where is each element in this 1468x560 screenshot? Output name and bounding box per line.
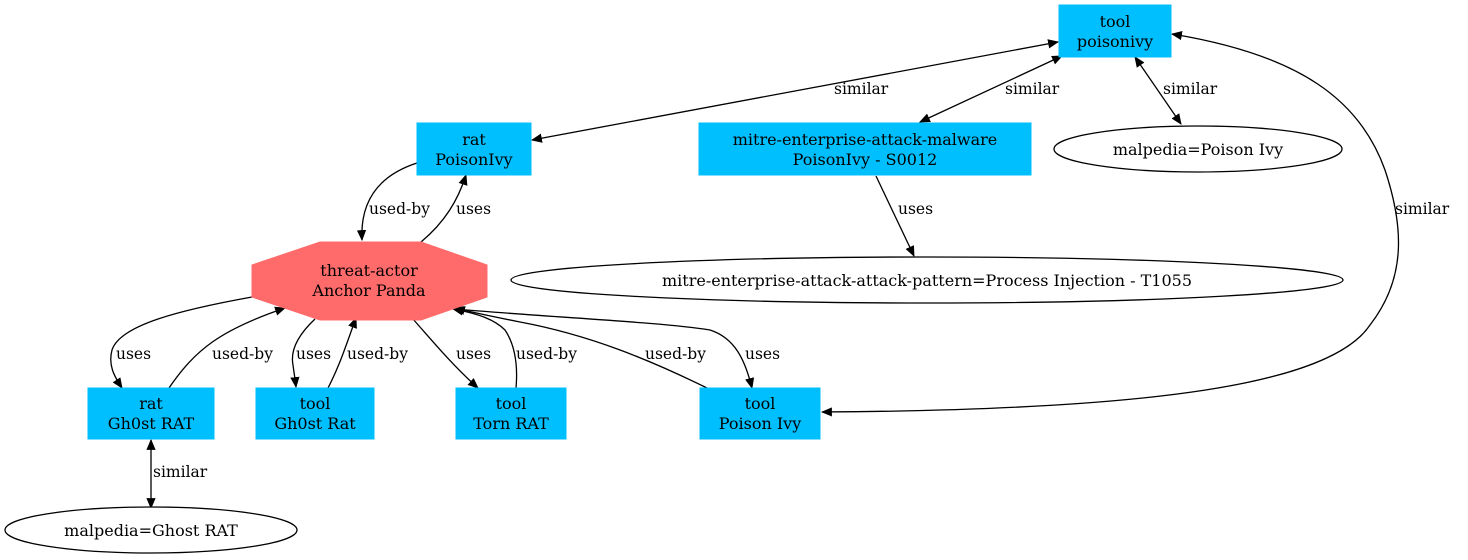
node-type-label: rat — [462, 130, 486, 149]
edge-label: used-by — [369, 200, 430, 218]
edge-label: used-by — [645, 345, 706, 363]
edge-label: similar — [1163, 80, 1218, 98]
node-type-label: tool — [1100, 12, 1131, 31]
edge-rat-gh0st-used-by-actor[interactable]: used-by — [168, 306, 287, 389]
edge-label: uses — [116, 345, 151, 363]
node-type-label: rat — [139, 394, 163, 413]
edges: similar similar similar similar uses use… — [110, 31, 1450, 510]
node-malpedia-poison-ivy[interactable]: malpedia=Poison Ivy — [1053, 125, 1343, 173]
edge-rat-poisonivy-used-by-actor[interactable]: used-by — [356, 162, 430, 242]
node-tool-poison-ivy[interactable]: tool Poison Ivy — [699, 387, 821, 440]
edge-label: uses — [898, 200, 933, 218]
node-tool-gh0st-rat[interactable]: tool Gh0st Rat — [255, 387, 375, 440]
edge-actor-uses-tool-poison-ivy[interactable]: uses — [454, 308, 780, 390]
edge-label: uses — [296, 345, 331, 363]
edge-tool-gh0st-used-by-actor[interactable]: used-by — [327, 316, 408, 389]
edge-label: uses — [745, 345, 780, 363]
node-attack-pattern-process-injection[interactable]: mitre-enterprise-attack-attack-pattern=P… — [510, 256, 1344, 304]
edge-actor-uses-torn-rat[interactable]: uses — [411, 317, 491, 389]
node-threat-actor-anchor-panda[interactable]: threat-actor Anchor Panda — [251, 241, 488, 321]
edge-gh0st-similar-malpedia[interactable]: similar — [146, 438, 208, 510]
edge-label: used-by — [516, 345, 577, 363]
nodes: tool poisonivy rat PoisonIvy mitre-enter… — [4, 4, 1344, 554]
node-name-label: mitre-enterprise-attack-attack-pattern=P… — [662, 271, 1192, 290]
node-name-label: PoisonIvy — [435, 150, 512, 169]
node-name-label: malpedia=Ghost RAT — [64, 521, 238, 540]
node-tool-torn-rat[interactable]: tool Torn RAT — [455, 387, 567, 440]
edge-label: used-by — [347, 345, 408, 363]
edge-poisonivy-similar-mitre-malware[interactable]: similar — [919, 55, 1063, 123]
edge-poisonivy-similar-malpedia[interactable]: similar — [1134, 56, 1218, 125]
edge-torn-rat-used-by-actor[interactable]: used-by — [451, 306, 577, 389]
node-malpedia-ghost-rat[interactable]: malpedia=Ghost RAT — [4, 506, 298, 554]
node-name-label: PoisonIvy - S0012 — [793, 150, 938, 169]
edge-label: uses — [456, 200, 491, 218]
node-type-label: tool — [496, 394, 527, 413]
edge-label: similar — [1395, 200, 1450, 218]
edge-tool-poison-ivy-used-by-actor[interactable]: used-by — [453, 306, 708, 389]
edge-poisonivy-similar-tool-poison-ivy[interactable]: similar — [820, 31, 1450, 417]
node-rat-poisonivy[interactable]: rat PoisonIvy — [416, 122, 532, 176]
node-rat-gh0st-rat[interactable]: rat Gh0st RAT — [87, 387, 215, 440]
edge-mitre-uses-attack-pattern[interactable]: uses — [875, 175, 933, 257]
edge-label: similar — [1005, 80, 1060, 98]
node-name-label: poisonivy — [1077, 32, 1153, 51]
node-type-label: threat-actor — [320, 261, 418, 280]
node-name-label: malpedia=Poison Ivy — [1113, 140, 1283, 159]
node-name-label: Anchor Panda — [311, 281, 426, 300]
node-type-label: mitre-enterprise-attack-malware — [733, 130, 998, 149]
edge-label: used-by — [212, 345, 273, 363]
node-type-label: tool — [745, 394, 776, 413]
edge-actor-uses-rat-gh0st[interactable]: uses — [110, 296, 253, 389]
node-mitre-malware-poisonivy[interactable]: mitre-enterprise-attack-malware PoisonIv… — [698, 122, 1032, 176]
edge-actor-uses-rat-poisonivy[interactable]: uses — [420, 173, 491, 243]
edge-actor-uses-tool-gh0st[interactable]: uses — [290, 318, 331, 389]
node-name-label: Gh0st Rat — [274, 414, 356, 433]
node-tool-poisonivy[interactable]: tool poisonivy — [1058, 4, 1172, 58]
edge-label: uses — [456, 345, 491, 363]
edge-label: similar — [834, 80, 889, 98]
node-type-label: tool — [300, 394, 331, 413]
node-name-label: Poison Ivy — [719, 414, 802, 433]
node-name-label: Gh0st RAT — [108, 414, 195, 433]
node-name-label: Torn RAT — [473, 414, 549, 433]
edge-label: similar — [153, 463, 208, 481]
